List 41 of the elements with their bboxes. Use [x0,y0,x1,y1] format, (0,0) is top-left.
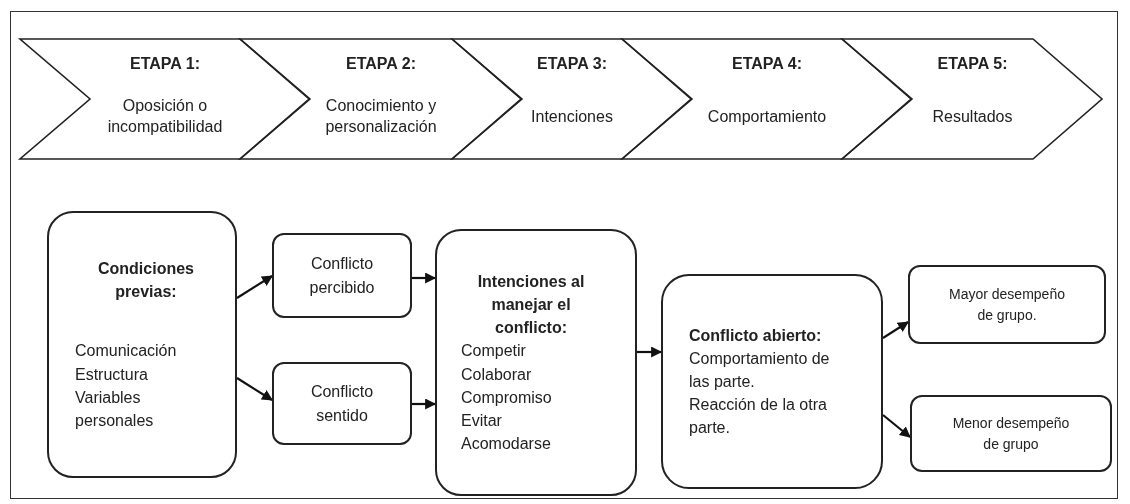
box-text: Conflicto sentido [309,382,375,426]
arrow [236,275,273,299]
stage-heading: ETAPA 5: [936,54,1009,74]
box-text: Estructura [75,364,149,385]
stage-label: Resultados [931,106,1014,127]
stage-heading: ETAPA 4: [731,54,803,74]
arrow [637,346,663,358]
process-box [661,274,883,489]
stage-heading: ETAPA 3: [536,54,608,74]
arrow [236,377,273,401]
box-text: Evitar [461,410,503,431]
stage-heading: ETAPA 1: [129,54,201,74]
process-box [435,229,637,496]
stage-label: Comportamiento [706,106,828,127]
box-heading: Condiciones previas: [97,258,195,303]
process-box [272,233,412,318]
box-text: Reacción de la otra parte. [689,395,828,439]
box-text: Comunicación [75,341,178,362]
box-heading: Conflicto abierto: [689,325,823,346]
arrow [882,414,911,438]
box-heading: Intenciones al manejar el conflicto: [476,271,586,339]
process-box [908,265,1106,344]
box-text: Compromiso [461,387,553,408]
box-text: Variables personales [75,387,155,431]
box-text: Conflicto percibido [308,254,376,298]
box-text: Comportamiento de las parte. [689,348,831,392]
box-text: Colaborar [461,364,533,385]
process-box [910,395,1112,472]
stage-label: Oposición o incompatibilidad [106,96,224,137]
arrow [882,321,909,339]
box-text: Menor desempeño de grupo [951,414,1071,454]
box-text: Acomodarse [461,434,552,455]
box-text: Mayor desempeño de grupo. [948,285,1066,325]
process-box [47,211,237,478]
stage-label: Conocimiento y personalización [324,96,438,137]
arrow [412,272,437,284]
process-box [272,362,412,445]
box-text: Competir [461,341,527,362]
stage-heading: ETAPA 2: [345,54,417,74]
stage-label: Intenciones [530,106,614,127]
arrow [412,398,437,410]
